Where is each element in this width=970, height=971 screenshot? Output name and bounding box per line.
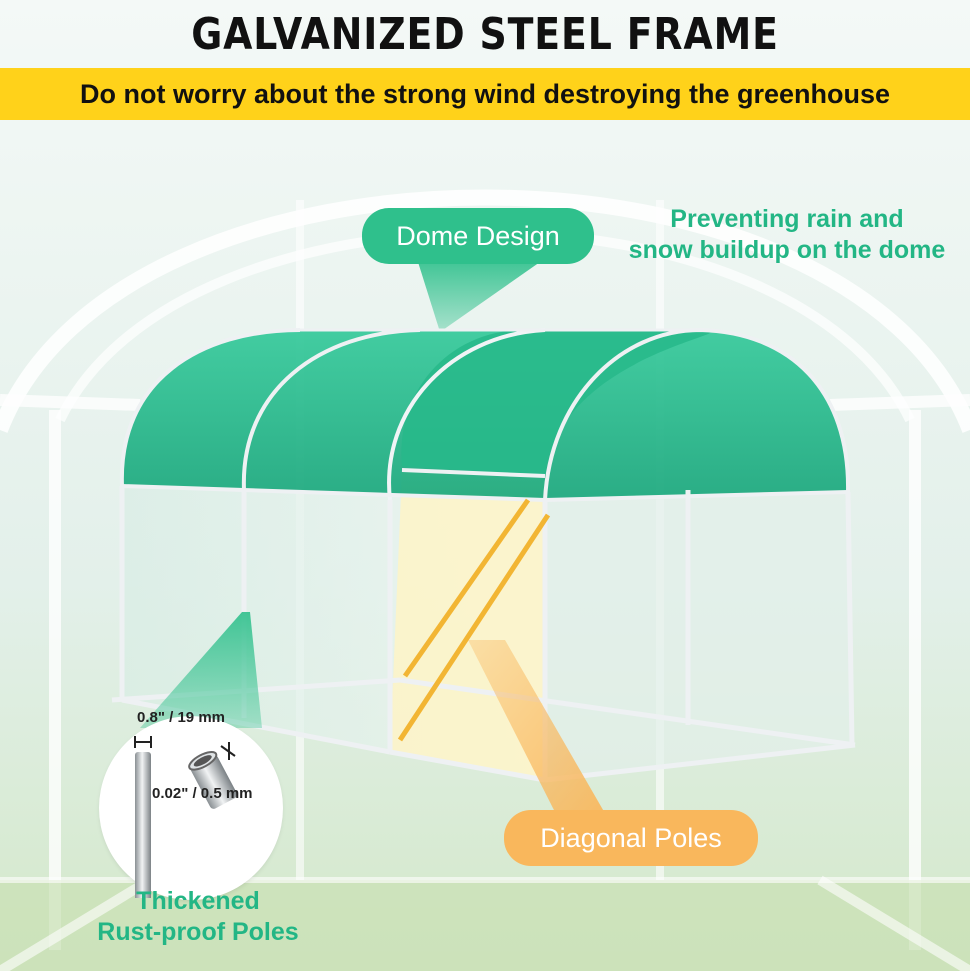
pole-note-line-1: Thickened bbox=[136, 887, 260, 915]
pole-detail-icon bbox=[134, 736, 238, 902]
diagonal-poles-label: Diagonal Poles bbox=[504, 810, 758, 866]
banner-text: Do not worry about the strong wind destr… bbox=[79, 79, 891, 109]
pole-note-line-2: Rust-proof Poles bbox=[97, 918, 299, 946]
dome-note-line-2: snow buildup on the dome bbox=[628, 236, 946, 264]
dome-note: Preventing rain and snow buildup on the … bbox=[610, 204, 964, 266]
page-title: GALVANIZED STEEL FRAME bbox=[191, 9, 779, 60]
pole-detail-circle bbox=[101, 718, 281, 902]
pole-diameter-label: 0.8" / 19 mm bbox=[137, 709, 225, 726]
subtitle-banner: Do not worry about the strong wind destr… bbox=[0, 68, 970, 120]
pole-thickness-label: 0.02" / 0.5 mm bbox=[152, 785, 253, 802]
dome-note-line-1: Preventing rain and bbox=[670, 205, 904, 233]
pole-note: Thickened Rust-proof Poles bbox=[80, 886, 316, 948]
dome-design-label: Dome Design bbox=[362, 208, 594, 264]
